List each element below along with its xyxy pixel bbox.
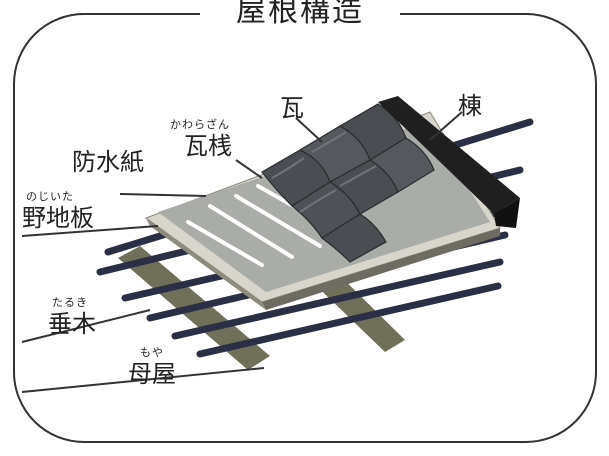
label-rafter-ruby: たるき bbox=[52, 296, 88, 309]
label-purlin-ruby: もや bbox=[140, 346, 164, 359]
rafter-6 bbox=[196, 282, 502, 358]
label-waterproof: 防水紙 bbox=[72, 148, 144, 176]
label-tile: 瓦 bbox=[280, 94, 304, 122]
ridge-end bbox=[494, 198, 520, 228]
label-rafter: 垂木 bbox=[48, 310, 96, 338]
tile-6 bbox=[368, 137, 435, 193]
leader-ridge bbox=[429, 111, 463, 141]
leader-lines bbox=[21, 111, 463, 393]
sheathing-board-edge bbox=[146, 218, 266, 310]
leader-sheathing bbox=[21, 225, 159, 237]
batten-1 bbox=[186, 220, 264, 267]
leader-rafter bbox=[21, 309, 151, 343]
batten-3 bbox=[234, 194, 322, 248]
label-ridge: 棟 bbox=[458, 92, 482, 120]
leader-waterproof bbox=[119, 193, 207, 197]
label-batten: 瓦桟 bbox=[184, 132, 232, 160]
leader-purlin bbox=[21, 367, 265, 393]
label-sheathing: 野地板 bbox=[22, 204, 94, 232]
sheathing-board-side bbox=[262, 228, 500, 310]
ridge-cap bbox=[378, 96, 520, 214]
tile-7 bbox=[320, 213, 387, 263]
leader-batten bbox=[235, 159, 263, 179]
label-sheathing-ruby: のじいた bbox=[26, 190, 74, 203]
diagram-title: 屋根構造 bbox=[200, 0, 400, 30]
roof-tiles bbox=[261, 103, 435, 263]
leader-tile bbox=[295, 117, 323, 143]
label-purlin: 母屋 bbox=[128, 360, 176, 388]
label-batten-ruby: かわらざん bbox=[170, 118, 230, 131]
tile-highlights bbox=[271, 131, 377, 213]
batten-2 bbox=[208, 204, 294, 259]
rafter-5 bbox=[171, 258, 504, 340]
